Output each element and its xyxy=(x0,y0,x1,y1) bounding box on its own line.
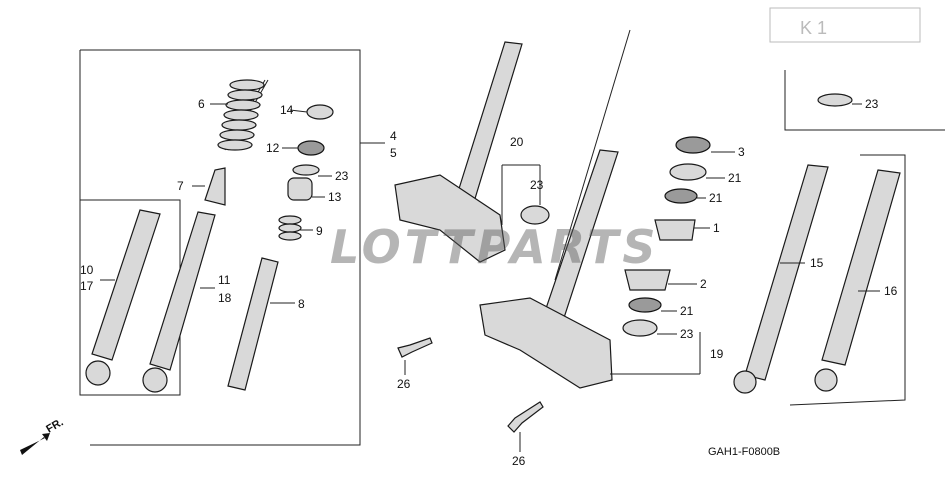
ball-race-upper xyxy=(664,188,698,204)
callout-26-left: 26 xyxy=(397,377,411,391)
callout-23-upper: 23 xyxy=(530,178,544,192)
fork-pipe-eye xyxy=(142,367,168,393)
callout-19: 19 xyxy=(710,347,724,361)
callout-15: 15 xyxy=(810,256,824,270)
steering-stem-bridge xyxy=(479,297,613,389)
ball-race-lower xyxy=(624,269,671,291)
callout-10: 10 xyxy=(80,263,94,277)
callout-26-bottom: 26 xyxy=(512,454,526,468)
right-fork-15 xyxy=(744,164,829,381)
left-assembly-frame xyxy=(80,49,361,446)
callout-labels: 6 7 14 12 23 13 9 8 11 18 10 17 4 5 20 2… xyxy=(80,97,898,468)
callout-23-lower: 23 xyxy=(680,327,694,341)
callout-17: 17 xyxy=(80,279,94,293)
callout-3: 3 xyxy=(738,145,745,159)
upper-stem xyxy=(451,41,523,216)
corner-stamp: K 1 xyxy=(769,7,921,43)
callout-1: 1 xyxy=(713,221,720,235)
lower-stem xyxy=(539,149,619,331)
callout-22: 21 xyxy=(728,171,742,185)
callout-18: 18 xyxy=(218,291,232,305)
fork-pipe xyxy=(149,211,216,371)
fork-15-eye xyxy=(733,370,757,394)
callout-8: 8 xyxy=(298,297,305,311)
washer-frame xyxy=(784,70,945,131)
dust-seal-lower xyxy=(622,319,658,337)
spring xyxy=(217,79,269,151)
bottom-case xyxy=(91,209,161,361)
fork-piston xyxy=(227,257,279,391)
callout-25: 23 xyxy=(335,169,349,183)
left-fork-16 xyxy=(821,169,901,366)
fork-16-eye xyxy=(814,368,838,392)
callout-4: 4 xyxy=(390,129,397,143)
bolt-bottom xyxy=(507,401,544,433)
callout-2: 2 xyxy=(700,277,707,291)
cone-race xyxy=(654,219,696,241)
bolt-left xyxy=(397,337,433,358)
stop-ring xyxy=(292,164,320,176)
bushing xyxy=(287,177,313,201)
callout-16: 16 xyxy=(884,284,898,298)
callout-21-upper: 21 xyxy=(709,191,723,205)
callout-6: 6 xyxy=(198,97,205,111)
stem-divider xyxy=(554,29,631,281)
dust-seal-upper xyxy=(520,205,550,225)
callout-13: 13 xyxy=(328,190,342,204)
steel-balls xyxy=(628,297,662,313)
callout-12: 12 xyxy=(266,141,280,155)
cap xyxy=(306,104,334,120)
rebound-spring xyxy=(278,215,302,241)
washer-24 xyxy=(817,93,853,107)
callout-7: 7 xyxy=(177,179,184,193)
diagram-code: GAH1-F0800B xyxy=(708,446,781,458)
corner-stamp-text: K 1 xyxy=(800,18,827,38)
spring-seat xyxy=(204,167,226,206)
front-arrow-icon xyxy=(20,433,50,455)
callout-14: 14 xyxy=(280,103,294,117)
washer-22 xyxy=(669,163,707,181)
inner-tube-frame xyxy=(79,199,181,396)
callout-9: 9 xyxy=(316,224,323,238)
leader-lines xyxy=(100,103,880,452)
callout-20: 20 xyxy=(510,135,524,149)
bottom-case-eye xyxy=(85,360,111,386)
callout-21-lower: 21 xyxy=(680,304,694,318)
callout-5: 5 xyxy=(390,146,397,160)
callout-24: 23 xyxy=(865,97,879,111)
upper-bridge xyxy=(394,174,506,263)
callout-11: 11 xyxy=(218,273,231,287)
lock-nut xyxy=(675,136,711,154)
right-fork-frame xyxy=(789,154,906,406)
oil-seal xyxy=(297,140,325,156)
